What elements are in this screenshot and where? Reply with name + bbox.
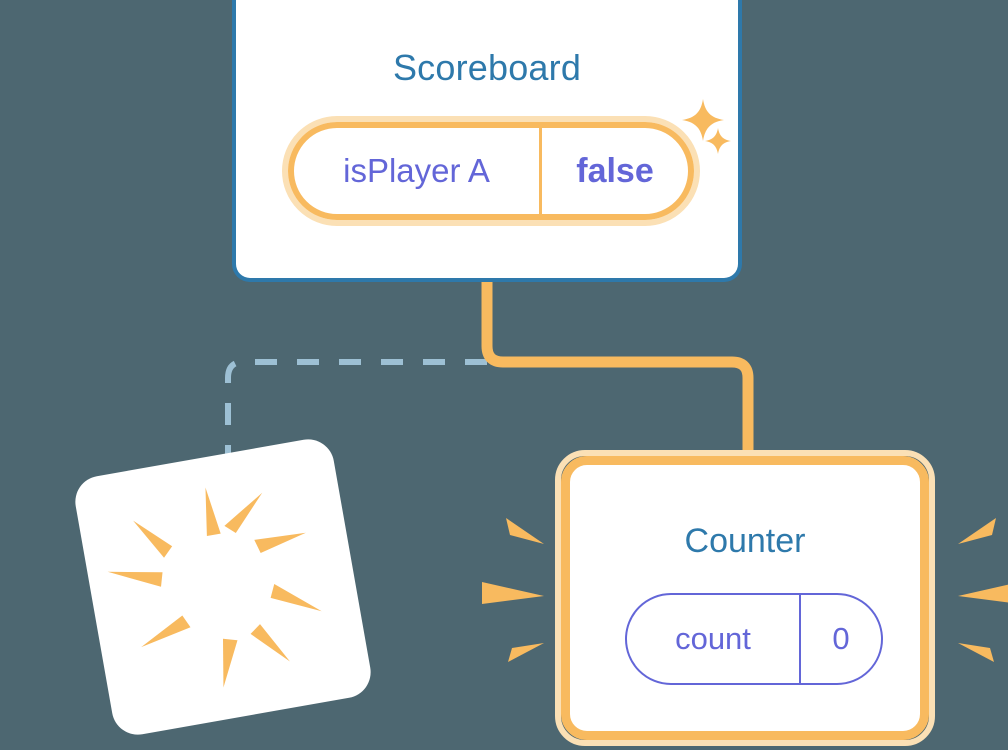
sparkle-small-icon	[705, 128, 731, 154]
scoreboard-title: Scoreboard	[392, 47, 582, 88]
ray	[958, 518, 996, 544]
scoreboard-state-value: false	[576, 151, 654, 190]
burst-ray	[107, 571, 163, 587]
sparkle-large-icon	[682, 99, 724, 141]
placeholder-card[interactable]	[71, 435, 375, 739]
ray	[482, 582, 544, 604]
burst-rays-left	[482, 518, 544, 662]
counter-title: Counter	[684, 522, 806, 560]
burst-rays-right	[958, 518, 1008, 662]
burst-ray	[222, 638, 238, 688]
counter-card[interactable]: Counter count 0	[555, 450, 935, 746]
connector-dashed-to-placeholder	[225, 359, 487, 465]
burst-icon	[107, 487, 322, 688]
scoreboard-card[interactable]: Scoreboard isPlayer A false	[232, 0, 742, 282]
counter-card-inner: Counter count 0	[561, 456, 929, 740]
scoreboard-state-pill[interactable]: isPlayer A false	[282, 116, 700, 226]
burst-ray	[224, 492, 263, 533]
counter-state-value: 0	[832, 621, 850, 656]
burst-ray	[133, 520, 173, 558]
counter-pill-divider	[799, 595, 801, 683]
burst-ray	[205, 487, 221, 537]
ray	[508, 643, 544, 662]
counter-state-key: count	[675, 621, 751, 656]
connector-solid-to-counter	[481, 282, 754, 462]
scoreboard-state-key: isPlayer A	[343, 152, 490, 189]
scoreboard-pill-divider	[539, 128, 542, 214]
burst-ray	[270, 584, 322, 612]
burst-ray	[250, 624, 290, 662]
burst-ray	[254, 532, 306, 553]
ray	[958, 584, 1008, 603]
burst-ray	[141, 615, 191, 648]
ray	[506, 518, 544, 544]
scoreboard-state-pill-inner: isPlayer A false	[288, 122, 694, 220]
counter-state-pill[interactable]: count 0	[625, 593, 883, 685]
ray	[958, 643, 994, 662]
